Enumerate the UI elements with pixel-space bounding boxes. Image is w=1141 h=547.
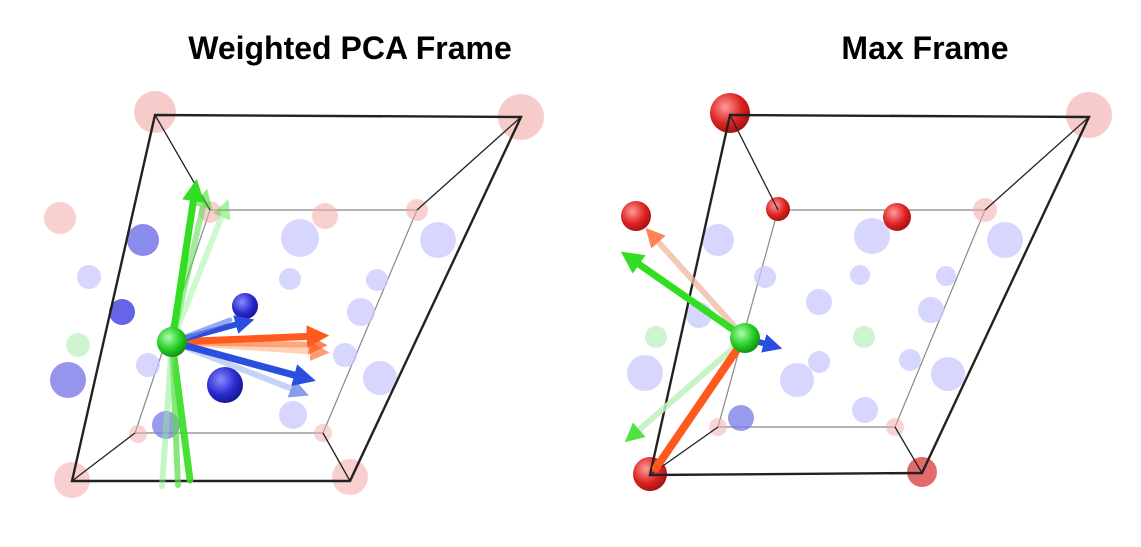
frame-vectors <box>159 178 330 489</box>
faint-atoms <box>44 91 544 498</box>
red-atoms <box>621 93 937 491</box>
unit-cell-back <box>717 209 986 428</box>
weighted-pca-frame-panel <box>44 91 544 498</box>
blue-atoms <box>50 224 258 439</box>
faint-atoms <box>627 92 1112 436</box>
frame-vectors <box>620 227 783 472</box>
max-frame-panel <box>620 92 1112 491</box>
unit-cell-front <box>70 113 523 483</box>
panel-title-max-frame: Max Frame <box>841 30 1009 66</box>
unit-cell-front <box>648 113 1091 477</box>
central-atom <box>730 323 760 353</box>
panel-title-weighted-pca: Weighted PCA Frame <box>188 30 512 66</box>
central-atom <box>157 327 187 357</box>
